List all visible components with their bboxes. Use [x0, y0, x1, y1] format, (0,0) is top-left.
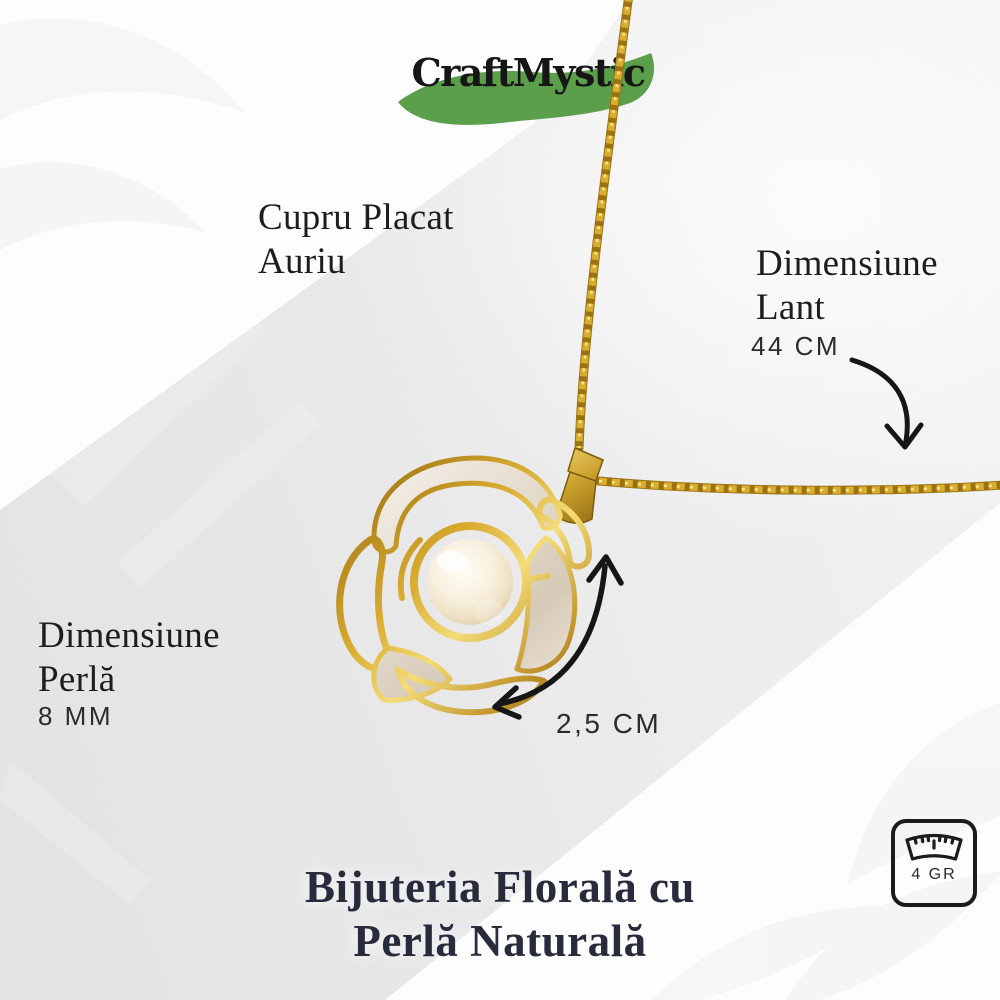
material-label: Cupru Placat Auriu [258, 196, 454, 284]
material-line1: Cupru Placat [258, 197, 454, 238]
chain-length-value: 44 CM [751, 331, 841, 361]
weight-value: 4 GR [911, 866, 957, 883]
product-title: Bijuteria Florală cu Perlă Naturală [0, 860, 1000, 968]
weight-scale-icon [905, 833, 963, 861]
title-line2: Perlă Naturală [353, 916, 647, 966]
brand-logo: CraftMystic [393, 38, 663, 138]
pearl-label-line1: Dimensiune [38, 615, 220, 656]
pendant-width-value: 2,5 CM [556, 708, 662, 739]
chain-dimension-label: Dimensiune Lant [756, 242, 938, 330]
chain-label-line1: Dimensiune [756, 243, 938, 284]
title-line1: Bijuteria Florală cu [305, 862, 695, 912]
pearl-dimension-label: Dimensiune Perlă [38, 614, 220, 702]
pearl-label-line2: Perlă [38, 659, 116, 700]
brand-name: CraftMystic [411, 50, 646, 95]
pearl-size-value: 8 MM [38, 701, 113, 731]
weight-badge: 4 GR [891, 819, 977, 907]
material-line2: Auriu [258, 241, 346, 282]
chain-label-line2: Lant [756, 287, 826, 328]
